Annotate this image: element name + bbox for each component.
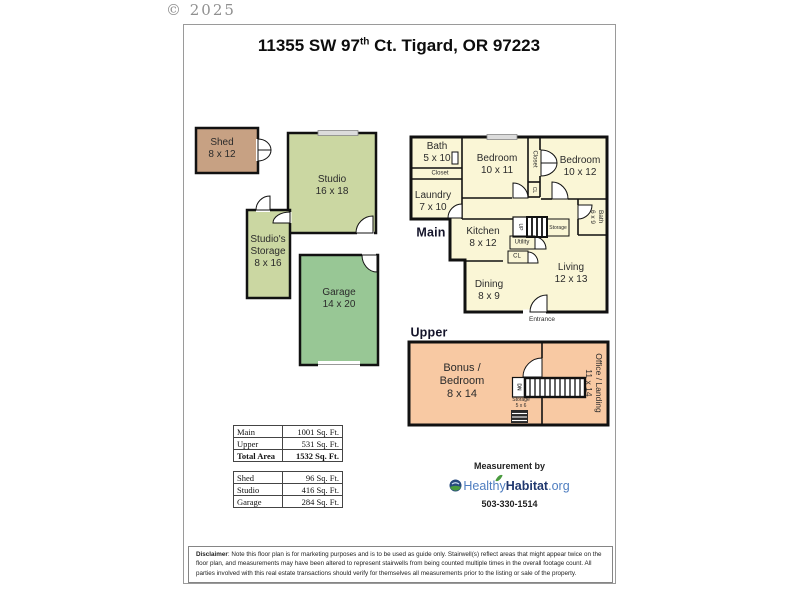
storage-under-stairs-box bbox=[546, 218, 570, 237]
bath-fixture bbox=[451, 151, 459, 165]
upper-storage-hatch-lines bbox=[512, 412, 527, 422]
main-floor-shape bbox=[409, 135, 609, 314]
page-title: 11355 SW 97th Ct. Tigard, OR 97223 bbox=[257, 36, 541, 55]
copyright-text: © 2025 bbox=[166, 1, 236, 19]
storage-door-arc bbox=[255, 195, 271, 211]
disclaimer-box: Disclaimer: Note this floor plan is for … bbox=[188, 546, 613, 583]
cl-box bbox=[507, 250, 529, 264]
main-door-arcs bbox=[447, 149, 593, 264]
phone-number: 503-330-1514 bbox=[481, 499, 538, 509]
floor-label-upper: Upper bbox=[410, 325, 448, 340]
utility-label: Utility bbox=[514, 238, 530, 245]
garage-shape bbox=[298, 253, 380, 367]
room-label-cl1: CL bbox=[531, 186, 537, 194]
entrance-door-arc bbox=[529, 294, 548, 313]
garage-door-arc bbox=[361, 254, 378, 273]
disclaimer-label: Disclaimer bbox=[196, 551, 228, 558]
cl2-label: CL bbox=[513, 253, 521, 260]
stairs-down-label: DN bbox=[515, 383, 522, 391]
stairs-up-label: UP bbox=[517, 223, 523, 231]
stairs-down-treads bbox=[529, 378, 581, 397]
shed-door-arc bbox=[257, 149, 272, 162]
disclaimer-text: : Note this floor plan is for marketing … bbox=[196, 551, 602, 577]
studio-storage-shape bbox=[245, 208, 292, 300]
stairs-up-treads bbox=[531, 217, 543, 237]
studio-exterior-door-arc bbox=[355, 215, 374, 234]
studio-window bbox=[317, 130, 359, 136]
studio-storage-door-arc bbox=[272, 211, 291, 224]
brand-tld: .org bbox=[548, 479, 570, 493]
page-border bbox=[183, 24, 616, 584]
utility-box bbox=[509, 235, 536, 250]
shed-door-arc bbox=[257, 138, 272, 151]
main-window bbox=[486, 134, 518, 140]
room-label-closet2: Closet bbox=[531, 150, 538, 168]
studio-shape bbox=[286, 131, 378, 235]
entrance-label: Entrance bbox=[528, 316, 556, 324]
brand-habitat: Habitat bbox=[505, 479, 549, 493]
globe-icon bbox=[449, 479, 462, 492]
measurement-credit: Measurement by HealthyHabitat.org 503-33… bbox=[437, 461, 582, 509]
brand-logo: HealthyHabitat.org bbox=[449, 473, 570, 493]
main-interior-walls bbox=[411, 137, 607, 262]
measurement-caption: Measurement by bbox=[473, 461, 546, 471]
storage-under-stairs-label: Storage bbox=[549, 225, 567, 231]
room-label-closet1: Closet bbox=[431, 169, 449, 176]
floor-label-main: Main bbox=[416, 225, 446, 240]
brand-healthy: Healthy bbox=[463, 479, 506, 493]
